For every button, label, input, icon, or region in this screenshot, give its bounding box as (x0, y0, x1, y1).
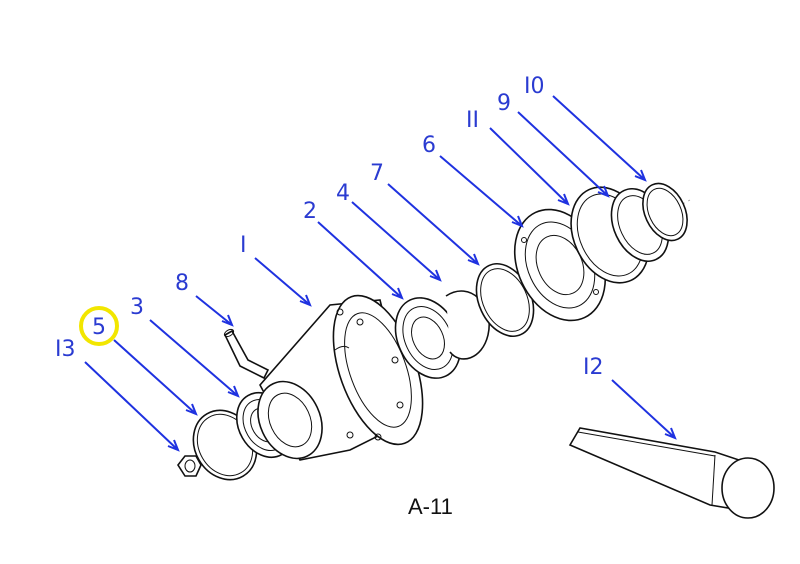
callout-12: I2 (583, 355, 604, 380)
callout-5: 5 (92, 315, 106, 340)
leader-6 (439, 155, 524, 228)
callout-11: II (466, 108, 479, 133)
leader-8 (195, 295, 234, 327)
part-12-grease-tube (568, 427, 775, 519)
callout-labels: I3 5 3 8 I 2 4 7 6 II 9 I0 I2 (55, 74, 604, 380)
leader-10 (552, 95, 647, 182)
part-4-snap-ring (445, 290, 490, 360)
part-1-hub (257, 294, 424, 461)
callout-9: 9 (497, 91, 511, 116)
part-2-bearing (394, 297, 462, 379)
callout-13: I3 (55, 337, 76, 362)
leader-13 (84, 361, 180, 452)
highlight-circle (79, 306, 119, 346)
figure-label: A-11 (408, 494, 453, 519)
callout-4: 4 (336, 181, 350, 206)
callout-8: 8 (175, 271, 189, 296)
leader-3 (149, 319, 240, 398)
leader-2 (317, 221, 404, 300)
leader-12 (611, 379, 677, 440)
callout-10: I0 (524, 74, 545, 99)
callout-7: 7 (370, 161, 384, 186)
leader-arrows (84, 95, 677, 452)
leader-11 (489, 127, 570, 206)
callout-3: 3 (130, 295, 144, 320)
part-13-nut (177, 455, 202, 477)
leader-4 (351, 201, 442, 282)
callout-6: 6 (422, 133, 436, 158)
leader-1 (254, 257, 312, 307)
part-8-elbow-fitting (223, 328, 270, 380)
leader-9 (517, 111, 610, 198)
callout-1: I (240, 233, 247, 258)
leader-7 (387, 183, 480, 266)
callout-2: 2 (303, 199, 317, 224)
leader-5 (113, 339, 198, 416)
part-10-end-ring (642, 182, 688, 242)
